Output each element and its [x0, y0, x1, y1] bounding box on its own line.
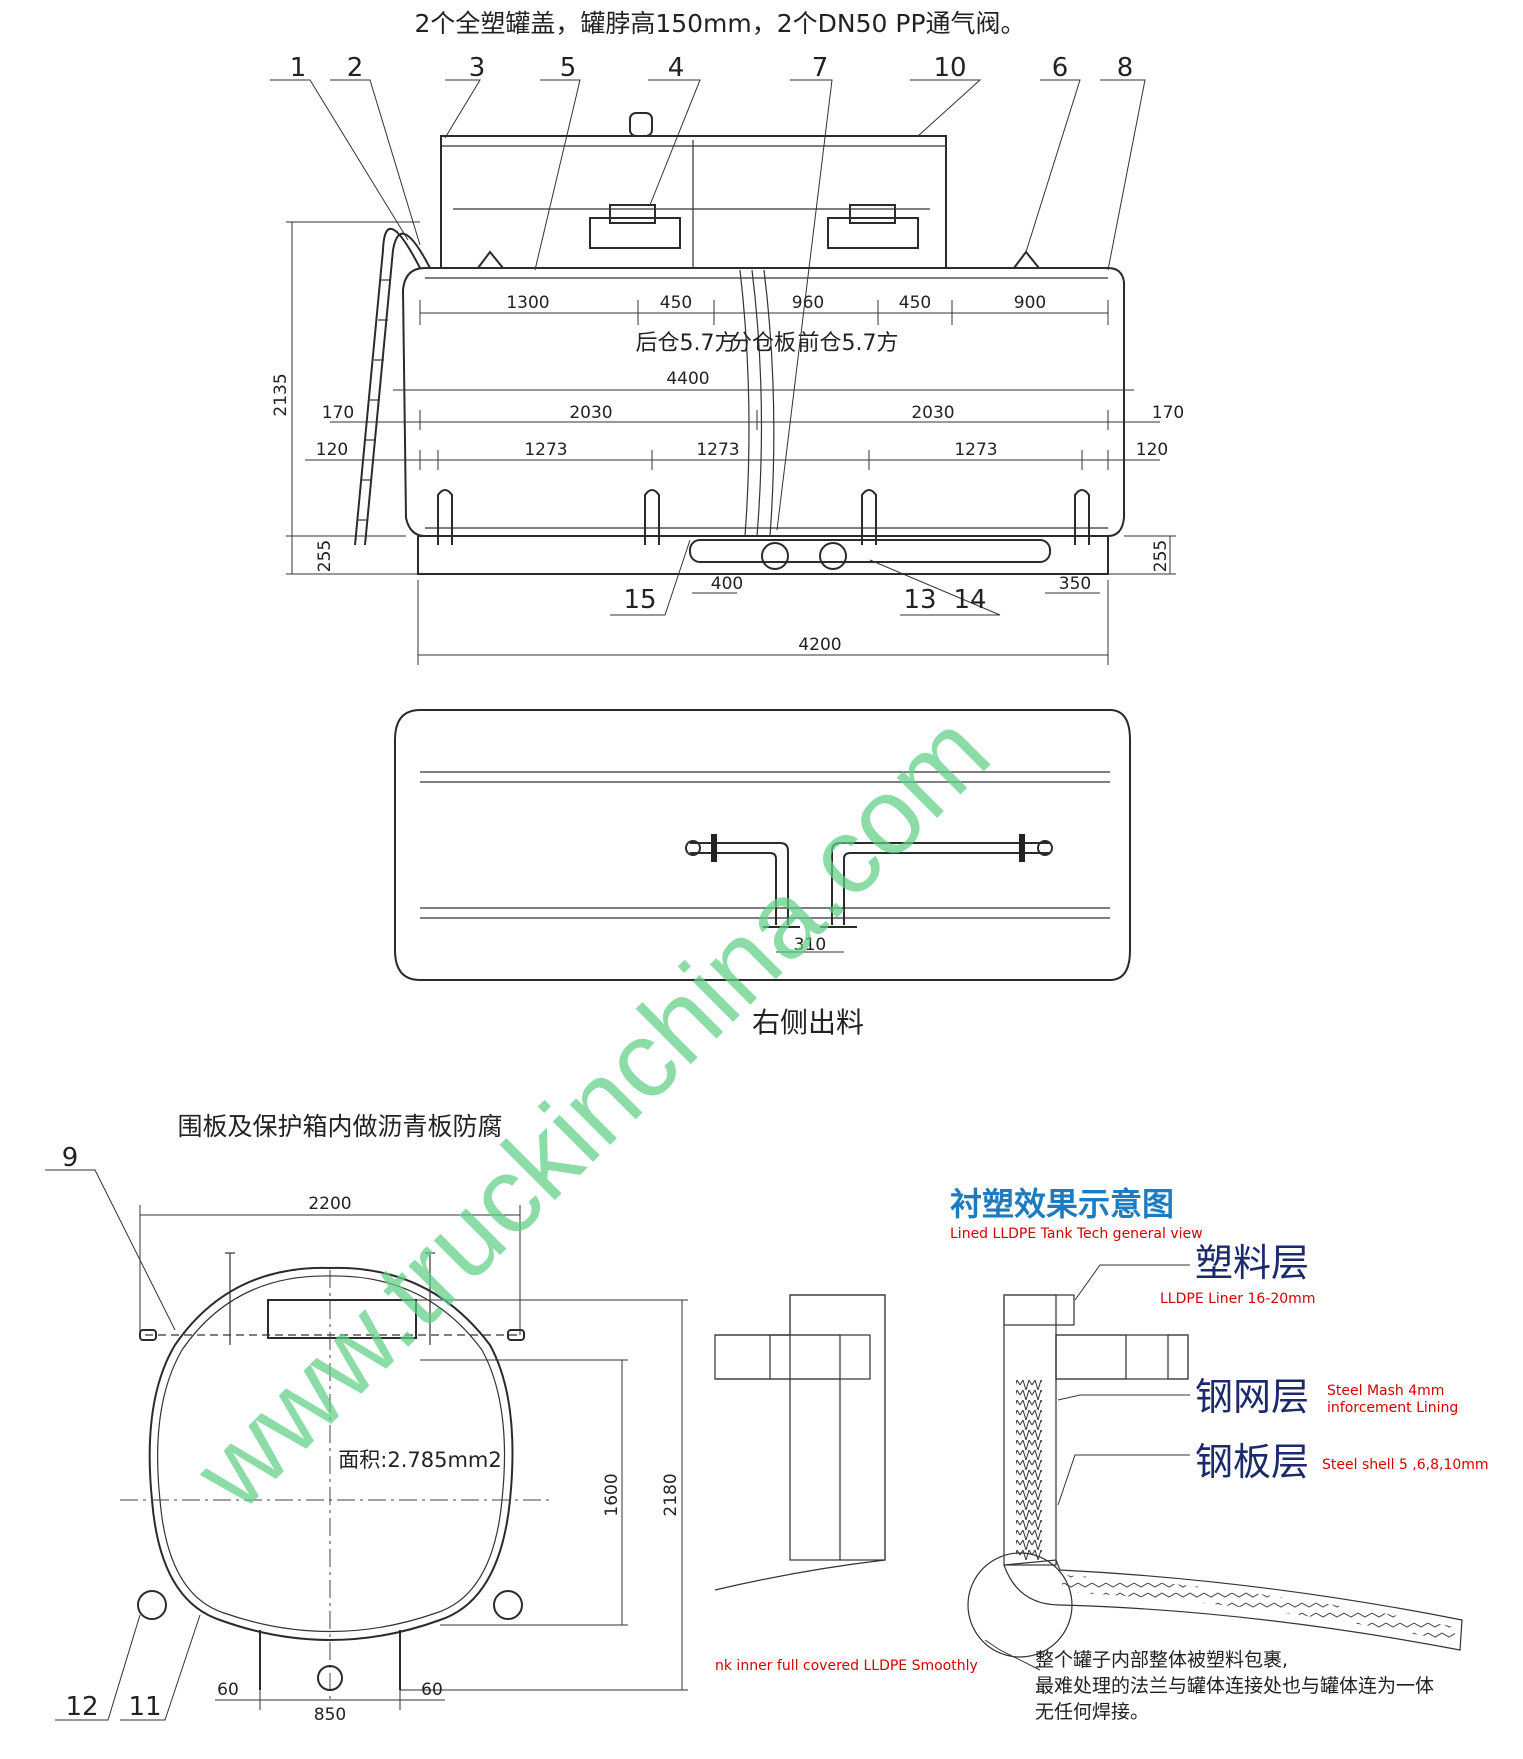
dim-row2-3: 2030 — [911, 403, 954, 423]
part-3: 3 — [469, 53, 486, 83]
lining-desc-2: 最难处理的法兰与罐体连接处也与罐体连为一体 — [1035, 1675, 1434, 1697]
ladder — [354, 227, 431, 546]
top-note: 2个全塑罐盖，罐脖高150mm，2个DN50 PP通气阀。 — [414, 9, 1025, 38]
dim-top-4: 450 — [899, 293, 931, 313]
dim-row2-1: 170 — [322, 403, 354, 423]
part-11: 11 — [128, 1692, 161, 1722]
dim-bottom-350: 350 — [1059, 574, 1091, 594]
total-length-dim: 4400 — [666, 369, 709, 389]
manhole-rear — [589, 217, 681, 249]
part-7: 7 — [812, 53, 829, 83]
layer-mesh-cn: 钢网层 — [1195, 1375, 1309, 1419]
area-label: 面积:2.785mm2 — [338, 1448, 501, 1472]
side-view: 2135 255 255 1300 450 960 450 900 后仓5.7方… — [270, 53, 1184, 665]
end-view: 围板及保护箱内做沥青板防腐 面积:2.785mm2 2200 1600 2180… — [45, 1112, 688, 1725]
plan-caption: 右侧出料 — [752, 1006, 864, 1039]
part-14: 14 — [953, 585, 986, 615]
tank-height-dim: 1600 — [602, 1473, 622, 1516]
lining-diagram: 衬塑效果示意图 Lined LLDPE Tank Tech general vi… — [714, 1185, 1489, 1723]
dim-top-2: 450 — [660, 293, 692, 313]
dim-top-5: 900 — [1014, 293, 1046, 313]
compartment-front-label: 前仓5.7方 — [798, 331, 899, 356]
dim-row2-2: 2030 — [569, 403, 612, 423]
dim-row2-4: 170 — [1152, 403, 1184, 423]
dim-row3-4: 1273 — [954, 440, 997, 460]
layer-mesh-en: Steel Mash 4mm inforcement Lining — [1327, 1383, 1458, 1416]
outlet-spacing-dim: 310 — [794, 935, 826, 955]
tank-shell-end — [148, 1266, 514, 1641]
frame-rail — [417, 535, 1109, 575]
lining-desc-1: 整个罐子内部整体被塑料包裹, — [1035, 1649, 1288, 1671]
tank-shell-plan — [394, 709, 1131, 981]
height-dim: 2135 — [271, 373, 291, 416]
compartment-rear-label: 后仓5.7方 — [636, 331, 737, 356]
handle — [629, 112, 653, 137]
part-13: 13 — [903, 585, 936, 615]
lining-title: 衬塑效果示意图 — [950, 1185, 1174, 1223]
dim-row3-3: 1273 — [696, 440, 739, 460]
overall-height-dim: 2180 — [661, 1473, 681, 1516]
part-5: 5 — [560, 53, 577, 83]
lining-desc-3: 无任何焊接。 — [1035, 1701, 1149, 1723]
end-view-note: 围板及保护箱内做沥青板防腐 — [177, 1112, 502, 1141]
part-12: 12 — [65, 1692, 98, 1722]
clearance-left-dim: 255 — [315, 540, 335, 572]
part-8: 8 — [1117, 53, 1134, 83]
dim-top-3: 960 — [792, 293, 824, 313]
end-width-dim: 2200 — [308, 1194, 351, 1214]
layer-mesh-en-line2: inforcement Lining — [1327, 1400, 1458, 1416]
part-10: 10 — [933, 53, 966, 83]
frame-length-dim: 4200 — [798, 635, 841, 655]
layer-plastic-cn: 塑料层 — [1195, 1241, 1309, 1285]
manhole-front — [827, 217, 919, 249]
layer-plastic-en: LLDPE Liner 16-20mm — [1160, 1291, 1315, 1307]
part-2: 2 — [347, 53, 364, 83]
end-bottom-dim-1: 60 — [217, 1680, 239, 1700]
layer-mesh-en-line1: Steel Mash 4mm — [1327, 1383, 1444, 1399]
layer-steel-en: Steel shell 5 ,6,8,10mm — [1322, 1457, 1489, 1473]
lining-subtitle: Lined LLDPE Tank Tech general view — [950, 1226, 1203, 1242]
dim-row3-1: 120 — [316, 440, 348, 460]
part-6: 6 — [1052, 53, 1069, 83]
plan-view: 310 右侧出料 — [394, 709, 1131, 1039]
dim-row3-2: 1273 — [524, 440, 567, 460]
partition-plate — [739, 269, 775, 537]
partition-label: 分仓板 — [730, 331, 796, 356]
end-bottom-dim-3: 60 — [421, 1680, 443, 1700]
dim-top-1: 1300 — [506, 293, 549, 313]
lining-callout: nk inner full covered LLDPE Smoothly — [715, 1658, 978, 1674]
part-15: 15 — [623, 585, 656, 615]
part-4: 4 — [668, 53, 685, 83]
dim-row3-5: 120 — [1136, 440, 1168, 460]
part-9: 9 — [62, 1143, 79, 1173]
clearance-right-dim: 255 — [1151, 540, 1171, 572]
layer-steel-cn: 钢板层 — [1195, 1440, 1309, 1484]
end-bottom-dim-2: 850 — [314, 1705, 346, 1725]
dim-bottom-400: 400 — [711, 574, 743, 594]
part-1: 1 — [290, 53, 307, 83]
